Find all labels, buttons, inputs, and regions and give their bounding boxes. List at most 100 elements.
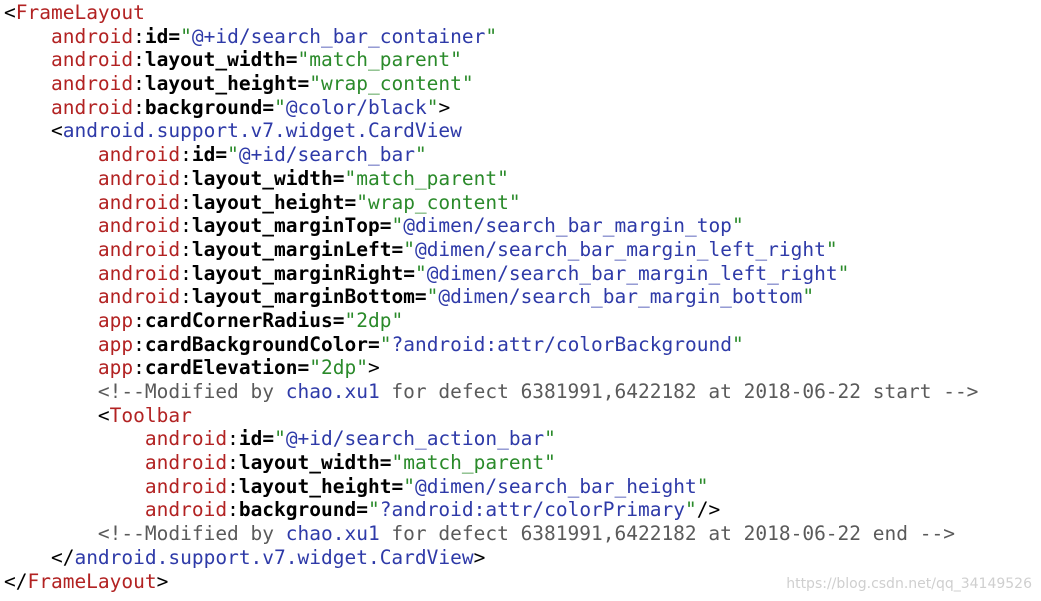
code-line: android:layout_marginBottom="@dimen/sear… xyxy=(4,285,978,309)
code-token-colon: : xyxy=(133,48,145,72)
code-token-punct: < xyxy=(97,403,110,427)
code-indent xyxy=(4,214,98,237)
code-indent xyxy=(4,262,98,285)
code-token-ns: android xyxy=(97,166,181,190)
code-token-val: " xyxy=(731,332,744,356)
code-token-comment: <!--Modified by xyxy=(97,380,286,403)
code-line: <FrameLayout xyxy=(4,1,978,25)
code-token-comment: <!--Modified by xyxy=(97,522,286,546)
code-token-comment: for defect 6381991,6422182 at 2018-06-22… xyxy=(379,380,979,403)
code-token-val: " xyxy=(227,143,239,167)
code-token-ns: app xyxy=(97,332,134,356)
code-line: android:layout_marginTop="@dimen/search_… xyxy=(4,214,978,238)
code-line: android:layout_marginRight="@dimen/searc… xyxy=(4,262,978,286)
code-token-attr: layout_height xyxy=(238,474,392,498)
code-indent xyxy=(4,72,51,95)
code-token-ref: @color/black xyxy=(285,95,427,119)
code-token-eq: = xyxy=(262,427,275,451)
code-token-ns: app xyxy=(97,308,134,332)
code-token-eq: = xyxy=(391,474,404,498)
code-token-tagblue: android.support.v7.widget.CardView xyxy=(74,545,474,569)
code-line: <android.support.v7.widget.CardView xyxy=(4,119,978,143)
code-token-tagblue: android.support.v7.widget.CardView xyxy=(62,119,462,143)
code-line: <!--Modified by chao.xu1 for defect 6381… xyxy=(4,380,979,404)
code-token-eq: = xyxy=(344,190,357,214)
code-token-attr: layout_marginBottom xyxy=(191,285,415,309)
code-token-colon: : xyxy=(133,24,145,48)
code-token-colon: : xyxy=(180,214,192,238)
code-token-attr: layout_marginRight xyxy=(191,261,404,285)
code-line: <Toolbar xyxy=(4,404,978,428)
code-token-ns: android xyxy=(144,498,228,522)
code-token-attr: id xyxy=(238,427,263,451)
code-token-val: " xyxy=(426,95,439,119)
code-token-ref: @dimen/search_bar_margin_bottom xyxy=(438,285,803,309)
code-token-attr: cardElevation xyxy=(144,356,298,380)
code-token-colon: : xyxy=(180,237,192,261)
code-indent xyxy=(4,143,98,166)
code-token-ns: android xyxy=(50,95,134,119)
code-token-val: " xyxy=(414,143,427,167)
code-token-eq: = xyxy=(379,214,392,238)
code-token-punct: </ xyxy=(4,569,28,593)
code-token-val: " xyxy=(274,427,286,451)
code-token-val: "2dp" xyxy=(344,308,404,332)
code-token-ref: @+id/search_bar xyxy=(238,143,415,167)
code-token-val: "2dp" xyxy=(309,356,368,380)
code-token-eq: = xyxy=(262,95,275,119)
code-token-ns: android xyxy=(144,451,228,475)
code-editor: <FrameLayout android:id="@+id/search_bar… xyxy=(4,1,978,593)
code-token-colon: : xyxy=(133,356,145,380)
code-token-attr: cardCornerRadius xyxy=(144,308,333,332)
code-token-val: " xyxy=(544,427,556,451)
code-token-attr: layout_marginLeft xyxy=(191,237,392,261)
code-token-attr: cardBackgroundColor xyxy=(144,332,368,356)
code-token-colon: : xyxy=(227,498,239,522)
code-token-punct: </ xyxy=(50,545,75,569)
code-token-colon: : xyxy=(180,285,192,309)
code-token-colon: : xyxy=(227,427,239,451)
code-token-val: " xyxy=(403,474,415,498)
code-token-ref: @+id/search_bar_container xyxy=(191,24,486,48)
code-token-eq: = xyxy=(215,143,228,167)
code-line: android:layout_width="match_parent" xyxy=(4,48,978,72)
code-token-eq: = xyxy=(297,356,310,380)
code-token-attr: id xyxy=(144,24,169,48)
code-indent xyxy=(4,309,98,332)
code-token-val: " xyxy=(274,95,286,119)
code-token-attr: background xyxy=(238,498,357,522)
code-token-punct: > xyxy=(473,545,486,569)
code-indent xyxy=(4,380,98,403)
code-token-ref: @dimen/search_bar_margin_left_right xyxy=(414,237,826,261)
code-token-val: "match_parent" xyxy=(297,48,462,72)
code-token-ns: android xyxy=(97,143,181,167)
code-token-cname: chao.xu1 xyxy=(285,522,380,546)
code-line: </FrameLayout> xyxy=(4,570,978,594)
code-token-eq: = xyxy=(168,24,181,48)
code-token-colon: : xyxy=(180,143,192,167)
code-token-eq: = xyxy=(332,308,345,332)
code-token-comment: for defect 6381991,6422182 at 2018-06-22… xyxy=(379,522,955,546)
code-line: android:background="?android:attr/colorP… xyxy=(4,498,978,522)
code-line: </android.support.v7.widget.CardView> xyxy=(4,546,978,570)
code-token-eq: = xyxy=(414,285,427,309)
code-token-colon: : xyxy=(180,261,192,285)
code-token-ref: @+id/search_action_bar xyxy=(285,427,545,451)
code-indent xyxy=(4,25,51,48)
code-token-eq: = xyxy=(356,498,368,522)
code-token-val: " xyxy=(426,285,439,309)
code-token-attr: layout_width xyxy=(238,451,380,475)
code-token-colon: : xyxy=(180,190,192,214)
code-token-val: "wrap_content" xyxy=(309,72,474,96)
code-token-val: " xyxy=(367,498,380,522)
code-token-colon: : xyxy=(133,308,145,332)
code-line: <!--Modified by chao.xu1 for defect 6381… xyxy=(4,522,978,546)
code-indent xyxy=(4,333,98,356)
code-line: android:layout_height="@dimen/search_bar… xyxy=(4,475,978,499)
code-token-val: " xyxy=(825,237,838,261)
code-line: android:layout_height="wrap_content" xyxy=(4,191,978,215)
code-token-val: "wrap_content" xyxy=(356,190,521,214)
code-token-tag: FrameLayout xyxy=(15,1,145,24)
watermark-url: https://blog.csdn.net/qq_34149526 xyxy=(786,576,1032,592)
code-line: app:cardCornerRadius="2dp" xyxy=(4,309,978,333)
